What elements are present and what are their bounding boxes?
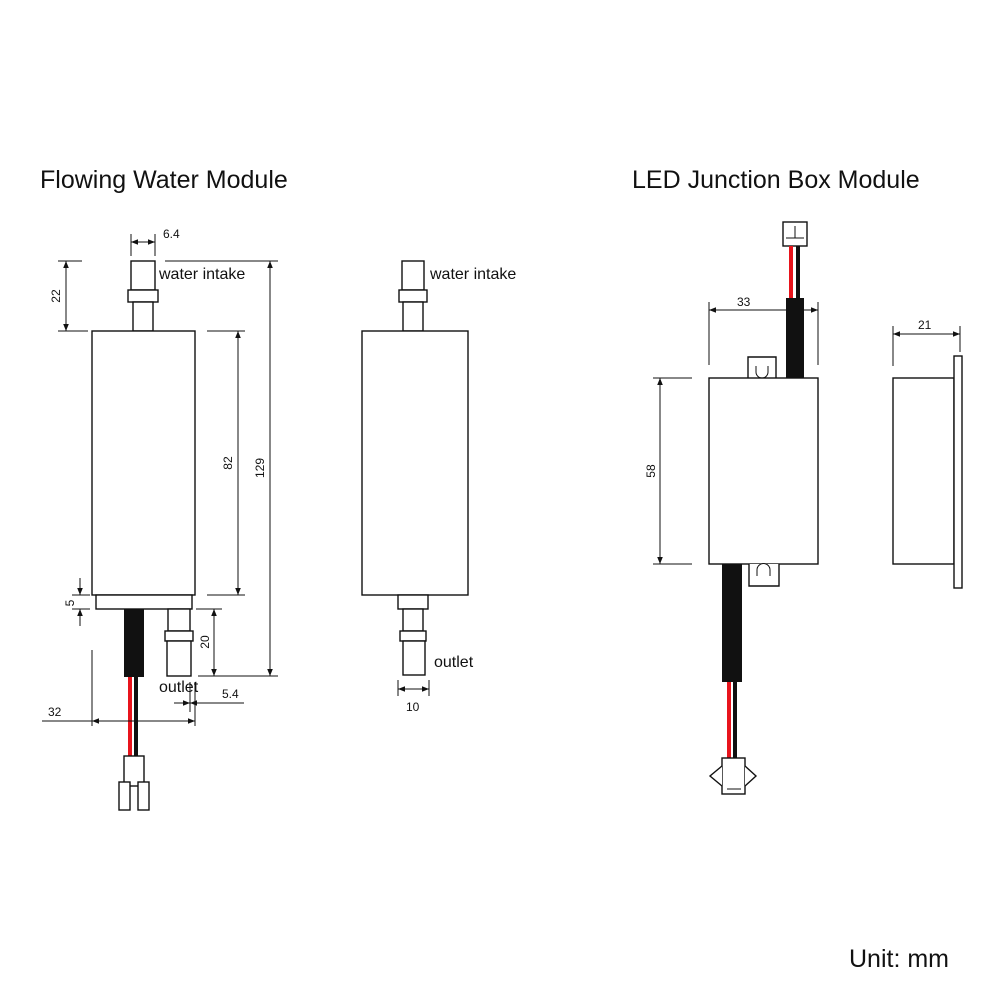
bottom-red-wire bbox=[727, 682, 731, 758]
module-body bbox=[91, 330, 196, 596]
dim-intake-width: 6.4 bbox=[163, 227, 180, 241]
top-connector bbox=[782, 221, 808, 247]
flowing-water-front-view: 6.4 22 82 129 5 20 5.4 bbox=[42, 227, 278, 811]
black-wire bbox=[134, 677, 138, 757]
title-led-junction-box-module: LED Junction Box Module bbox=[632, 166, 920, 194]
label-water-intake-front: water intake bbox=[158, 266, 245, 283]
intake-pipe bbox=[132, 301, 154, 332]
bottom-mounting-tab bbox=[748, 564, 780, 587]
dim-box-length: 58 bbox=[644, 464, 658, 478]
top-red-wire bbox=[789, 246, 793, 298]
dim-box-depth: 21 bbox=[918, 318, 932, 332]
label-outlet-side: outlet bbox=[434, 654, 474, 671]
bottom-cable-jacket bbox=[722, 564, 742, 682]
dim-body-length: 82 bbox=[221, 456, 235, 470]
bottom-black-wire bbox=[733, 682, 737, 758]
side-mounting-plate bbox=[953, 355, 963, 589]
side-module-body bbox=[361, 330, 469, 596]
dim-box-width: 33 bbox=[737, 295, 751, 309]
side-box-body bbox=[892, 377, 955, 565]
dim-ring: 5 bbox=[63, 599, 77, 606]
dim-intake-length: 22 bbox=[49, 289, 63, 303]
cable-jacket bbox=[124, 609, 144, 677]
junction-box-front-view: 33 58 bbox=[644, 221, 819, 795]
top-mounting-tab bbox=[747, 356, 777, 378]
red-wire bbox=[128, 677, 132, 757]
unit-label: Unit: mm bbox=[849, 945, 949, 973]
bottom-connector bbox=[708, 757, 758, 795]
label-outlet-front: outlet bbox=[159, 679, 199, 696]
flowing-water-side-view: 10 water intake outlet bbox=[361, 260, 516, 714]
dim-outlet-offset: 5.4 bbox=[222, 687, 239, 701]
junction-box-body bbox=[708, 377, 819, 565]
label-water-intake-side: water intake bbox=[429, 266, 516, 283]
wire-connector bbox=[118, 755, 150, 811]
top-cable-jacket bbox=[786, 298, 804, 378]
bottom-ring bbox=[95, 594, 193, 610]
dim-module-width: 32 bbox=[48, 705, 62, 719]
title-flowing-water-module: Flowing Water Module bbox=[40, 166, 288, 194]
intake-nozzle bbox=[130, 260, 156, 291]
top-black-wire bbox=[796, 246, 800, 298]
outlet-pipe bbox=[164, 608, 194, 677]
dim-outlet-length: 20 bbox=[198, 635, 212, 649]
dim-total-length: 129 bbox=[253, 458, 267, 478]
intake-collar bbox=[127, 289, 159, 303]
junction-box-side-view: 21 bbox=[892, 318, 963, 589]
dim-outlet-width: 10 bbox=[406, 700, 420, 714]
